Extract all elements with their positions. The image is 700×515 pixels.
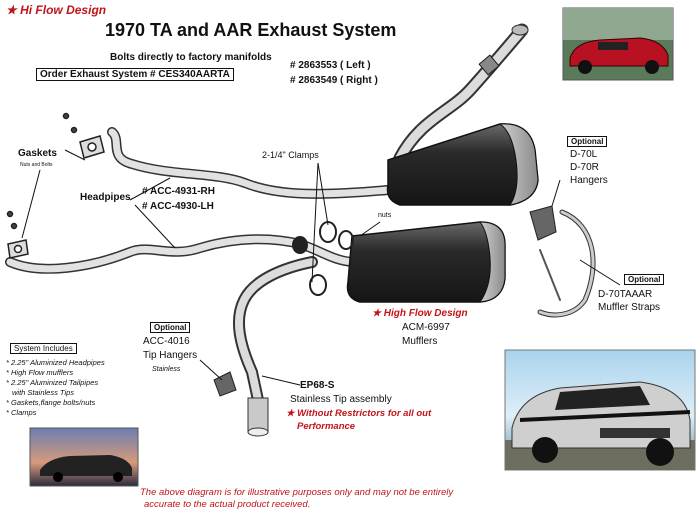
tips-part: EP68-S xyxy=(300,380,335,391)
straps-label-block: D-70TAAAR Muffler Straps xyxy=(598,288,660,314)
page-title: 1970 TA and AAR Exhaust System xyxy=(105,20,397,40)
headpipe-rh-part: # ACC-4931-RH xyxy=(142,186,215,197)
mufflers-part: ACM-6997 xyxy=(402,322,450,333)
disclaimer-line-2: accurate to the actual product received. xyxy=(144,499,311,510)
nuts-label: nuts xyxy=(378,212,392,219)
system-includes-item: * Gaskets,flange bolts/nuts xyxy=(6,398,96,407)
gaskets-label: Gaskets xyxy=(18,148,57,159)
hanger-bracket xyxy=(529,205,557,241)
clamp-parts xyxy=(292,221,354,296)
system-includes-item: * High Flow mufflers xyxy=(6,368,74,377)
tips-note-2: Performance xyxy=(297,421,356,432)
system-includes-box: System Includes * 2.25" Aluminized Headp… xyxy=(6,338,105,418)
headpipe-lh-part: # ACC-4930-LH xyxy=(142,201,214,212)
tip-hangers-part: ACC-4016 xyxy=(143,336,190,347)
system-includes-list: * 2.25" Aluminized Headpipes* High Flow … xyxy=(6,358,105,418)
hangers-line-2: D-70R xyxy=(570,162,599,173)
system-includes-title: System Includes xyxy=(10,343,77,354)
subtitle: Bolts directly to factory manifolds xyxy=(110,52,272,63)
manifold-right-part: # 2863549 ( Right ) xyxy=(290,75,378,86)
system-includes-item: * 2.25" Aluminized Headpipes xyxy=(6,358,105,367)
mufflers-badge-text: High Flow Design xyxy=(383,308,468,319)
system-includes-item: with Stainless Tips xyxy=(12,388,75,397)
hi-flow-badge: ★ Hi Flow Design xyxy=(6,3,107,17)
headpipes-label: Headpipes xyxy=(80,192,131,203)
lower-muffler xyxy=(346,221,506,303)
upper-muffler xyxy=(386,123,539,206)
upper-tailpipe-end xyxy=(511,24,529,36)
manifold-left-part: # 2863553 ( Left ) xyxy=(290,60,371,71)
system-includes-item: * Clamps xyxy=(6,408,37,417)
mufflers-label: Mufflers xyxy=(402,336,438,347)
straps-line-2: Muffler Straps xyxy=(598,302,661,313)
hangers-label-block: D-70L D-70R Hangers xyxy=(570,148,608,187)
lower-headpipe xyxy=(5,234,305,274)
tip-hangers-sub: Stainless xyxy=(152,366,181,373)
hangers-line-3: Hangers xyxy=(570,175,608,186)
muffler-strap xyxy=(537,209,596,318)
hangers-optional-tag: Optional xyxy=(567,136,608,147)
straps-line-1: D-70TAAAR xyxy=(598,289,653,300)
stainless-tip xyxy=(247,397,269,437)
photo-red-challenger xyxy=(562,7,674,81)
clamps-label: 2-1/4" Clamps xyxy=(262,150,319,160)
leader-lines xyxy=(21,149,621,386)
tip-hangers-optional-tag: Optional xyxy=(150,322,191,333)
tips-note-1: ★ Without Restrictors for all out xyxy=(286,408,432,419)
gasket-parts xyxy=(6,112,105,259)
tips-note-1-text: Without Restrictors for all out xyxy=(297,408,432,419)
order-number-box: Order Exhaust System # CES340AARTA xyxy=(36,68,234,81)
upper-tail-clamp xyxy=(478,54,500,76)
system-includes-item: * 2.25" Aluminized Tailpipes xyxy=(6,378,99,387)
upper-tailpipe xyxy=(393,23,529,165)
upper-headpipe xyxy=(107,127,393,199)
disclaimer-line-1: The above diagram is for illustrative pu… xyxy=(140,487,454,498)
hangers-line-1: D-70L xyxy=(570,149,598,160)
mufflers-badge: ★ High Flow Design xyxy=(372,308,468,319)
tips-label: Stainless Tip assembly xyxy=(290,394,392,405)
straps-optional-tag: Optional xyxy=(624,274,665,285)
photo-silver-aar-cuda xyxy=(504,349,696,471)
hi-flow-badge-text: Hi Flow Design xyxy=(20,3,107,17)
tip-hangers-label: Tip Hangers xyxy=(143,350,198,361)
lower-tailpipe xyxy=(232,256,318,406)
disclaimer: The above diagram is for illustrative pu… xyxy=(140,487,453,511)
gaskets-sub-label: Nuts and Bolts xyxy=(20,162,53,168)
photo-sunset-cuda xyxy=(29,427,139,487)
